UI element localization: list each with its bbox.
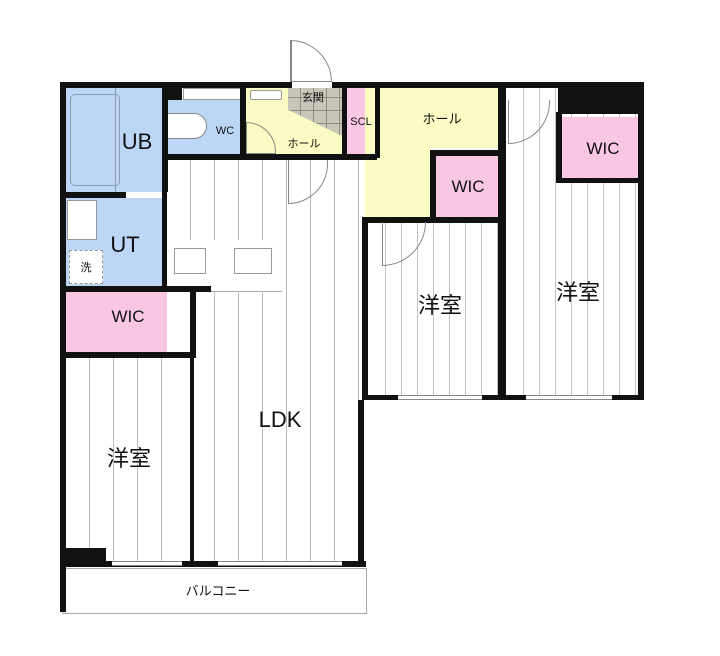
- entrance-door[interactable]: [290, 40, 332, 82]
- label-balcony: バルコニー: [185, 583, 251, 599]
- window-center-bedroom[interactable]: [398, 395, 482, 400]
- wall-center-bottom: [362, 395, 644, 400]
- wall-scl-left: [342, 88, 347, 158]
- label-genkan: 玄関: [302, 92, 324, 104]
- wall-wc-bottom: [162, 154, 377, 160]
- wall-center-right: [498, 88, 506, 400]
- shoe-cabinet: [250, 90, 282, 100]
- wall-bottom: [60, 561, 366, 567]
- wall-wic-bedroom: [66, 352, 196, 358]
- toilet-bowl-icon: [167, 113, 207, 139]
- label-front-hall: ホール: [287, 138, 321, 150]
- bath-divider: [115, 88, 116, 192]
- label-wic-left: WIC: [111, 307, 145, 326]
- window-ldk[interactable]: [218, 561, 342, 566]
- ldk: [167, 160, 360, 565]
- wall-wc-hall: [240, 88, 246, 160]
- stove-icon: [174, 248, 206, 274]
- balcony: [62, 568, 367, 614]
- label-center-bedroom: 洋室: [417, 293, 463, 318]
- wall-bottom-left-block: [60, 548, 106, 566]
- wall-hall-wic: [430, 150, 500, 156]
- toilet-counter: [183, 88, 241, 100]
- label-wic-right: WIC: [586, 139, 620, 158]
- wall-wic-right-frame: [556, 112, 562, 182]
- label-washer: 洗: [80, 262, 92, 274]
- wall-left: [60, 82, 66, 612]
- unit-bath: [66, 88, 162, 192]
- wall-ub-ut: [66, 192, 126, 198]
- wall-center-top: [362, 217, 502, 223]
- label-scl: SCL: [350, 116, 372, 128]
- label-ut: UT: [110, 232, 140, 257]
- wall-bedroom-ldk: [190, 358, 194, 564]
- window-right-bedroom[interactable]: [526, 395, 612, 400]
- wall-top-right: [332, 82, 644, 88]
- wall-ub-wc: [162, 82, 168, 192]
- wall-wic-right: [190, 286, 196, 358]
- wall-corner-block: [558, 82, 644, 114]
- wall-center-left: [362, 217, 368, 400]
- label-left-bedroom: 洋室: [106, 446, 152, 471]
- sink-icon: [234, 248, 272, 274]
- main-hall: [365, 88, 500, 148]
- label-right-bedroom: 洋室: [555, 280, 601, 305]
- washbasin-icon: [67, 200, 97, 240]
- wall-ut-wic: [66, 286, 211, 292]
- label-wc: WC: [215, 125, 235, 137]
- center-bedroom: [370, 222, 498, 397]
- label-ub: UB: [121, 129, 153, 154]
- label-ldk: LDK: [258, 407, 302, 432]
- wall-hall-wic-left: [430, 150, 436, 220]
- wall-ut-ldk: [162, 192, 167, 292]
- wall-scl-right: [375, 88, 380, 158]
- wall-wic-right-bottom: [556, 178, 644, 183]
- wall-ub-block: [162, 82, 182, 100]
- walk-in-closet-right: [562, 117, 638, 179]
- window-left-bedroom[interactable]: [112, 561, 182, 566]
- label-main-hall: ホール: [422, 111, 462, 127]
- wall-right: [638, 82, 644, 398]
- label-wic-center: WIC: [451, 177, 485, 196]
- walk-in-closet-center: [435, 155, 498, 217]
- bathtub-icon: [70, 94, 120, 186]
- wall-ldk-right: [358, 400, 364, 566]
- washing-machine-icon: [69, 250, 103, 284]
